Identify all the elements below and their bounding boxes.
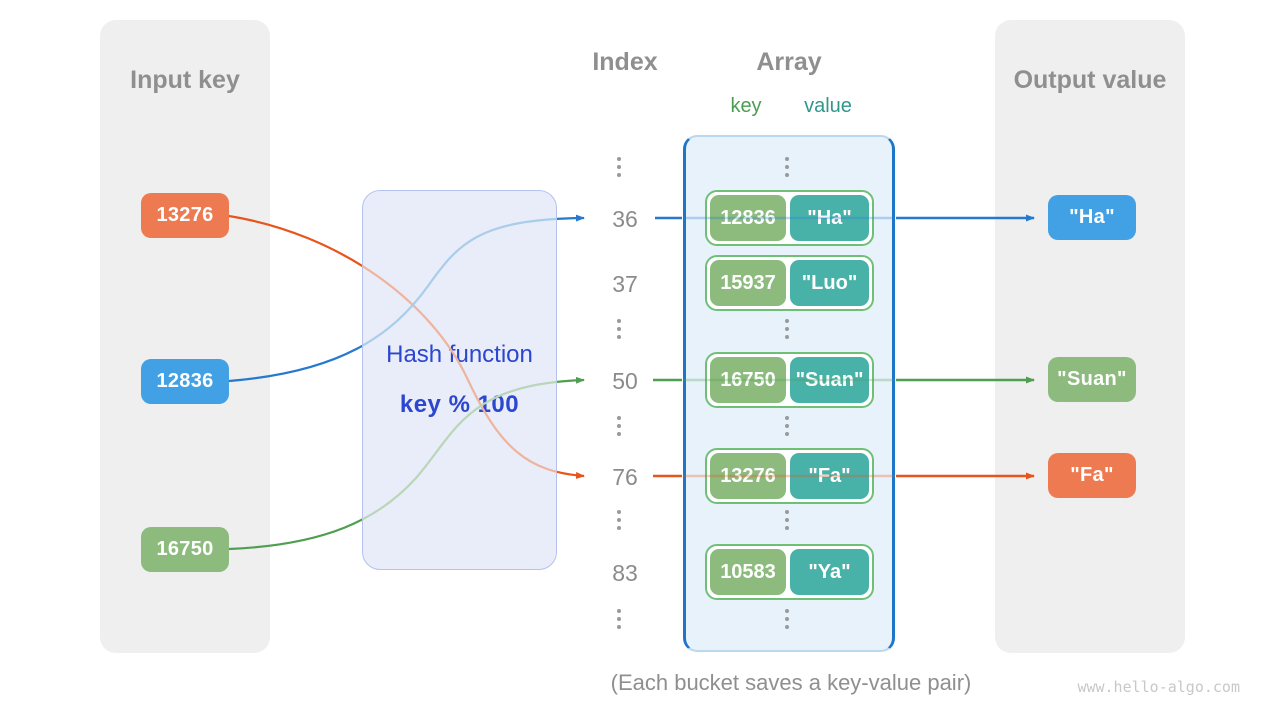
index-50: 50: [612, 368, 638, 394]
bucket-value: "Fa": [790, 453, 869, 499]
bucket-value: "Luo": [790, 260, 869, 306]
output-value-panel: Output value: [995, 20, 1185, 653]
input-key-13276: 13276: [141, 193, 229, 238]
output-value-fa: "Fa": [1048, 453, 1136, 498]
index-ellipsis: [617, 416, 621, 436]
index-83: 83: [612, 560, 638, 586]
index-ellipsis: [617, 157, 621, 177]
array-ellipsis: [785, 319, 789, 339]
site-watermark: www.hello-algo.com: [1077, 678, 1240, 696]
bucket-value: "Suan": [790, 357, 869, 403]
index-76: 76: [612, 464, 638, 490]
array-ellipsis: [785, 157, 789, 177]
array-ellipsis: [785, 609, 789, 629]
output-value-suan: "Suan": [1048, 357, 1136, 402]
array-value-subheader: value: [804, 95, 852, 117]
index-header: Index: [592, 48, 658, 76]
index-ellipsis: [617, 510, 621, 530]
hash-function-label: Hash function: [386, 341, 533, 368]
figure-caption: (Each bucket saves a key-value pair): [610, 670, 972, 695]
input-key-title: Input key: [130, 66, 240, 94]
index-ellipsis: [617, 319, 621, 339]
bucket-37: 15937 "Luo": [705, 255, 874, 311]
bucket-83: 10583 "Ya": [705, 544, 874, 600]
output-value-ha: "Ha": [1048, 195, 1136, 240]
index-37: 37: [612, 271, 638, 297]
bucket-value: "Ha": [790, 195, 869, 241]
bucket-50: 16750 "Suan": [705, 352, 874, 408]
input-key-12836: 12836: [141, 359, 229, 404]
bucket-key: 15937: [710, 260, 786, 306]
hash-formula: key % 100: [399, 391, 520, 418]
bucket-36: 12836 "Ha": [705, 190, 874, 246]
array-header: Array: [756, 48, 822, 76]
output-value-title: Output value: [1013, 66, 1167, 94]
bucket-value: "Ya": [790, 549, 869, 595]
bucket-key: 16750: [710, 357, 786, 403]
input-key-16750: 16750: [141, 527, 229, 572]
index-ellipsis: [617, 609, 621, 629]
hash-function-box: Hash function key % 100: [362, 190, 557, 570]
array-ellipsis: [785, 510, 789, 530]
bucket-key: 12836: [710, 195, 786, 241]
index-36: 36: [612, 206, 638, 232]
array-ellipsis: [785, 416, 789, 436]
array-key-subheader: key: [730, 95, 762, 117]
bucket-76: 13276 "Fa": [705, 448, 874, 504]
bucket-key: 10583: [710, 549, 786, 595]
bucket-key: 13276: [710, 453, 786, 499]
